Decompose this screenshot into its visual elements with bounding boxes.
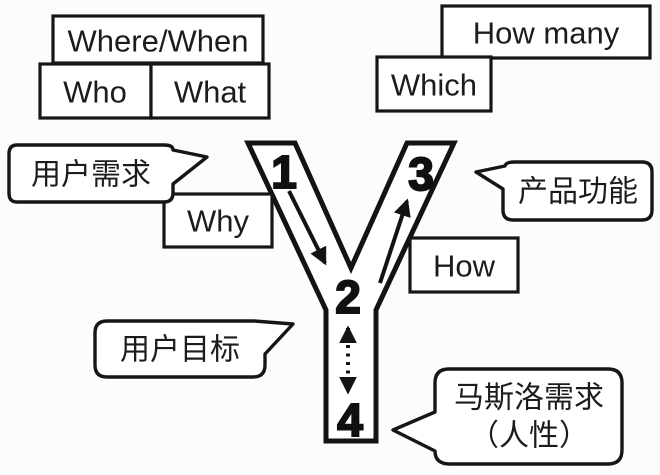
- user-goals-label: 用户目标: [120, 334, 240, 367]
- node-3-label: 3: [408, 148, 434, 200]
- speech-bubble-maslow: 马斯洛需求 （人性）: [391, 367, 624, 466]
- question-box-why: Why: [162, 192, 274, 249]
- node-2-label: 2: [335, 271, 361, 323]
- arrow-2-to-3: [378, 198, 411, 284]
- what-label: What: [174, 75, 247, 110]
- question-box-how-many: How many: [440, 4, 652, 60]
- how-many-label: How many: [473, 16, 620, 51]
- where-when-label: Where/When: [68, 24, 249, 59]
- which-label: Which: [391, 68, 477, 103]
- speech-bubble-product-features: 产品功能: [474, 160, 654, 222]
- why-label: Why: [187, 204, 250, 239]
- maslow-label-line1: 马斯洛需求: [454, 382, 604, 415]
- y-shape: 1 3 2 4: [244, 140, 458, 447]
- maslow-label-line2: （人性）: [469, 420, 589, 453]
- question-box-who: Who: [38, 62, 153, 120]
- arrow-1-to-2: [287, 190, 327, 266]
- maslow-bubble-shape: [391, 367, 624, 466]
- speech-bubble-user-needs: 用户需求: [7, 143, 209, 204]
- question-box-which: Which: [375, 55, 493, 113]
- product-features-bubble-shape: [474, 160, 654, 222]
- user-goals-bubble-shape: [93, 319, 295, 379]
- node-1-label: 1: [271, 146, 297, 198]
- product-features-label: 产品功能: [518, 176, 638, 209]
- question-box-where-when: Where/When: [51, 14, 265, 65]
- speech-bubble-user-goals: 用户目标: [93, 319, 295, 379]
- user-needs-bubble-shape: [7, 143, 209, 204]
- node-4-label: 4: [337, 394, 363, 446]
- question-box-how: How: [408, 236, 520, 294]
- who-label: Who: [63, 75, 127, 110]
- user-needs-label: 用户需求: [31, 159, 151, 192]
- question-box-what: What: [149, 62, 271, 120]
- how-label: How: [433, 249, 496, 284]
